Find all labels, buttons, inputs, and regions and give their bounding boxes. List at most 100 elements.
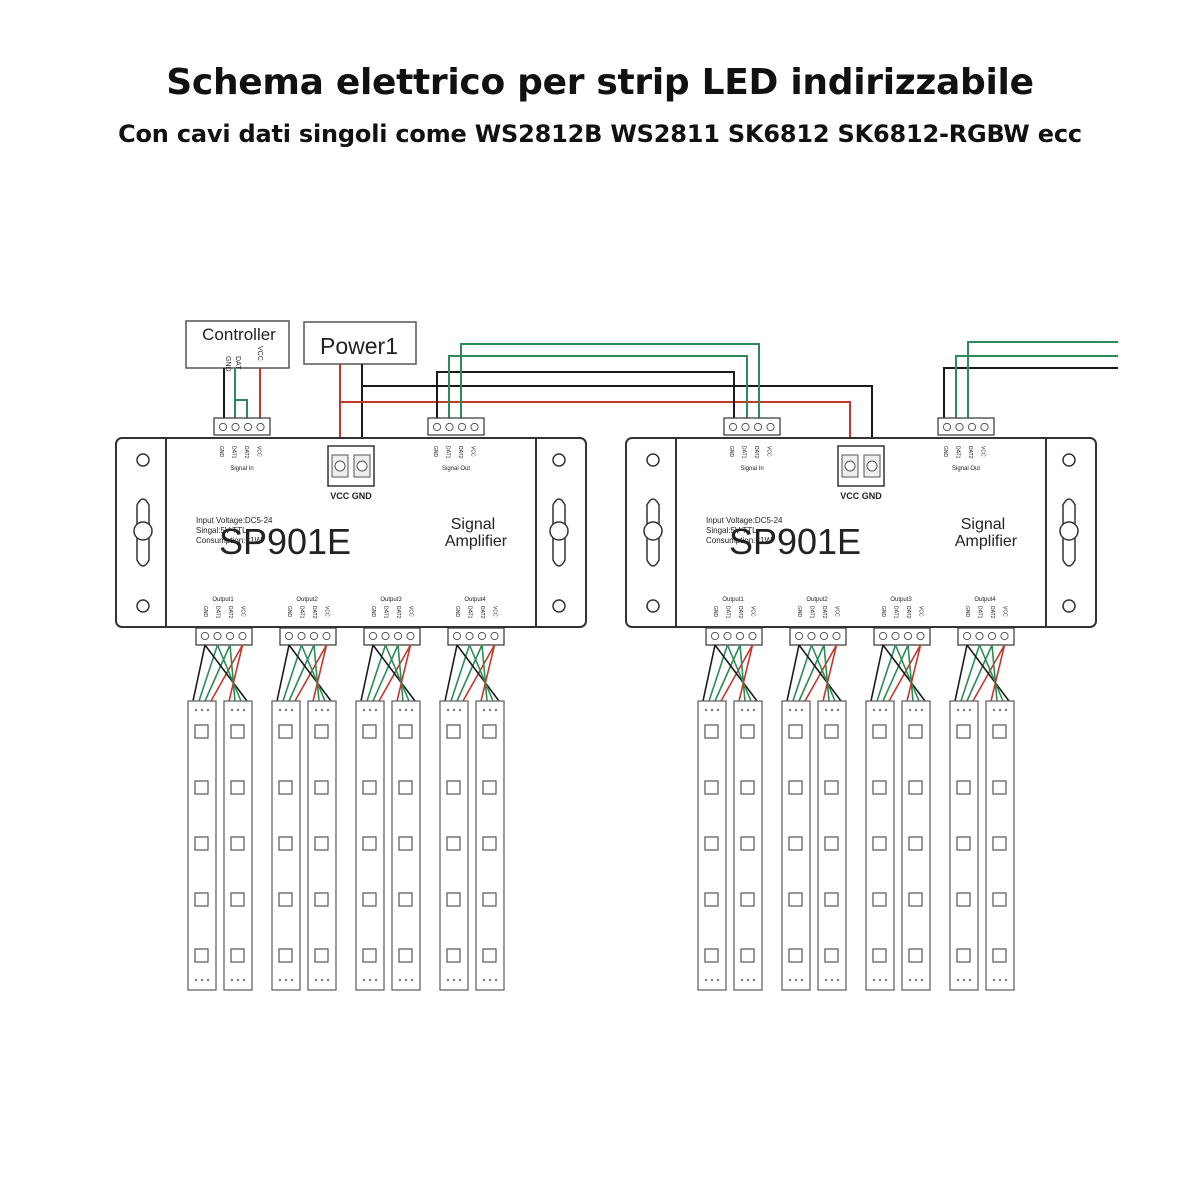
led-chip — [398, 836, 413, 851]
led-chip — [446, 724, 461, 739]
led-chip — [740, 836, 755, 851]
device-name-line1: Signal — [961, 516, 1005, 533]
wire — [991, 644, 998, 702]
led-chip — [278, 836, 293, 851]
pin-label: DAT2 — [479, 606, 485, 619]
pin-label: VCC — [980, 446, 986, 457]
led-strip — [865, 700, 895, 991]
led-chip — [824, 948, 839, 963]
led-chip — [482, 948, 497, 963]
pin-label: DAT2 — [989, 606, 995, 619]
pin-label: VCC — [408, 606, 414, 617]
pin-label: VCC — [834, 606, 840, 617]
wire — [943, 367, 1118, 425]
led-chip — [956, 892, 971, 907]
led-chip — [398, 780, 413, 795]
led-chip — [788, 836, 803, 851]
signal-out-label: Signal Out — [442, 466, 470, 472]
pin-label: VCC — [492, 606, 498, 617]
led-chip — [956, 948, 971, 963]
pin-label: VCC — [470, 446, 476, 457]
led-chip — [362, 948, 377, 963]
wire — [894, 644, 920, 702]
mounting-hole — [1062, 599, 1076, 613]
pin-label: GND — [796, 606, 802, 618]
wire — [276, 644, 290, 702]
led-strip — [985, 700, 1015, 991]
led-chip — [446, 892, 461, 907]
power-supply: Power1 — [303, 321, 417, 365]
output-label: Output4 — [464, 597, 486, 603]
wire — [456, 644, 500, 702]
led-chip — [230, 780, 245, 795]
led-chip — [230, 892, 245, 907]
wire — [234, 368, 248, 425]
led-strip — [187, 700, 217, 991]
output-terminal — [363, 627, 421, 646]
led-chip — [908, 836, 923, 851]
led-chip — [398, 892, 413, 907]
led-strip — [901, 700, 931, 991]
mounting-hole — [646, 599, 660, 613]
wire — [396, 644, 412, 702]
led-chip — [908, 724, 923, 739]
wire — [204, 644, 231, 702]
controller-pin-gnd: GND — [224, 356, 231, 372]
controller-pin-dat: DAT — [234, 356, 241, 370]
pin-label: DAT2 — [457, 446, 463, 459]
output-label: Output1 — [722, 597, 744, 603]
wire — [702, 644, 716, 702]
output-terminal — [279, 627, 337, 646]
page-subtitle: Con cavi dati singoli come WS2812B WS281… — [118, 120, 1082, 148]
wire — [882, 644, 909, 702]
pin-label: DAT2 — [821, 606, 827, 619]
wire — [481, 644, 488, 702]
pin-label: DAT1 — [955, 446, 961, 459]
led-chip — [230, 724, 245, 739]
led-chip — [740, 948, 755, 963]
wire — [456, 644, 483, 702]
output-label: Output2 — [806, 597, 828, 603]
spec-line: Singal:5V TTL — [706, 526, 757, 535]
wire — [300, 644, 326, 702]
led-chip — [956, 780, 971, 795]
mounting-hole — [552, 453, 566, 467]
wire — [468, 644, 494, 702]
led-chip — [956, 724, 971, 739]
led-chip — [314, 892, 329, 907]
pin-label: VCC — [256, 446, 262, 457]
led-chip — [362, 724, 377, 739]
led-chip — [482, 836, 497, 851]
led-chip — [194, 780, 209, 795]
wire — [448, 355, 748, 425]
output-label: Output4 — [974, 597, 996, 603]
wire — [786, 644, 800, 702]
output-terminal — [873, 627, 931, 646]
led-strip — [307, 700, 337, 991]
pin-label: GND — [964, 606, 970, 618]
pin-label: DAT2 — [243, 446, 249, 459]
led-chip — [704, 836, 719, 851]
led-chip — [446, 780, 461, 795]
pin-label: GND — [218, 446, 224, 458]
pin-label: DAT2 — [311, 606, 317, 619]
led-chip — [230, 948, 245, 963]
pin-label: VCC — [240, 606, 246, 617]
led-chip — [446, 948, 461, 963]
led-chip — [872, 892, 887, 907]
wire — [198, 644, 219, 702]
pin-label: DAT2 — [967, 446, 973, 459]
pin-label: DAT1 — [809, 606, 815, 619]
wire — [204, 644, 248, 702]
pin-label: DAT1 — [725, 606, 731, 619]
led-chip — [872, 724, 887, 739]
wire — [312, 644, 328, 702]
wire — [436, 371, 735, 425]
wire — [192, 644, 206, 702]
pin-label: GND — [286, 606, 292, 618]
led-chip — [992, 780, 1007, 795]
pin-label: GND — [728, 446, 734, 458]
wire — [397, 644, 404, 702]
led-strips — [187, 644, 1015, 991]
